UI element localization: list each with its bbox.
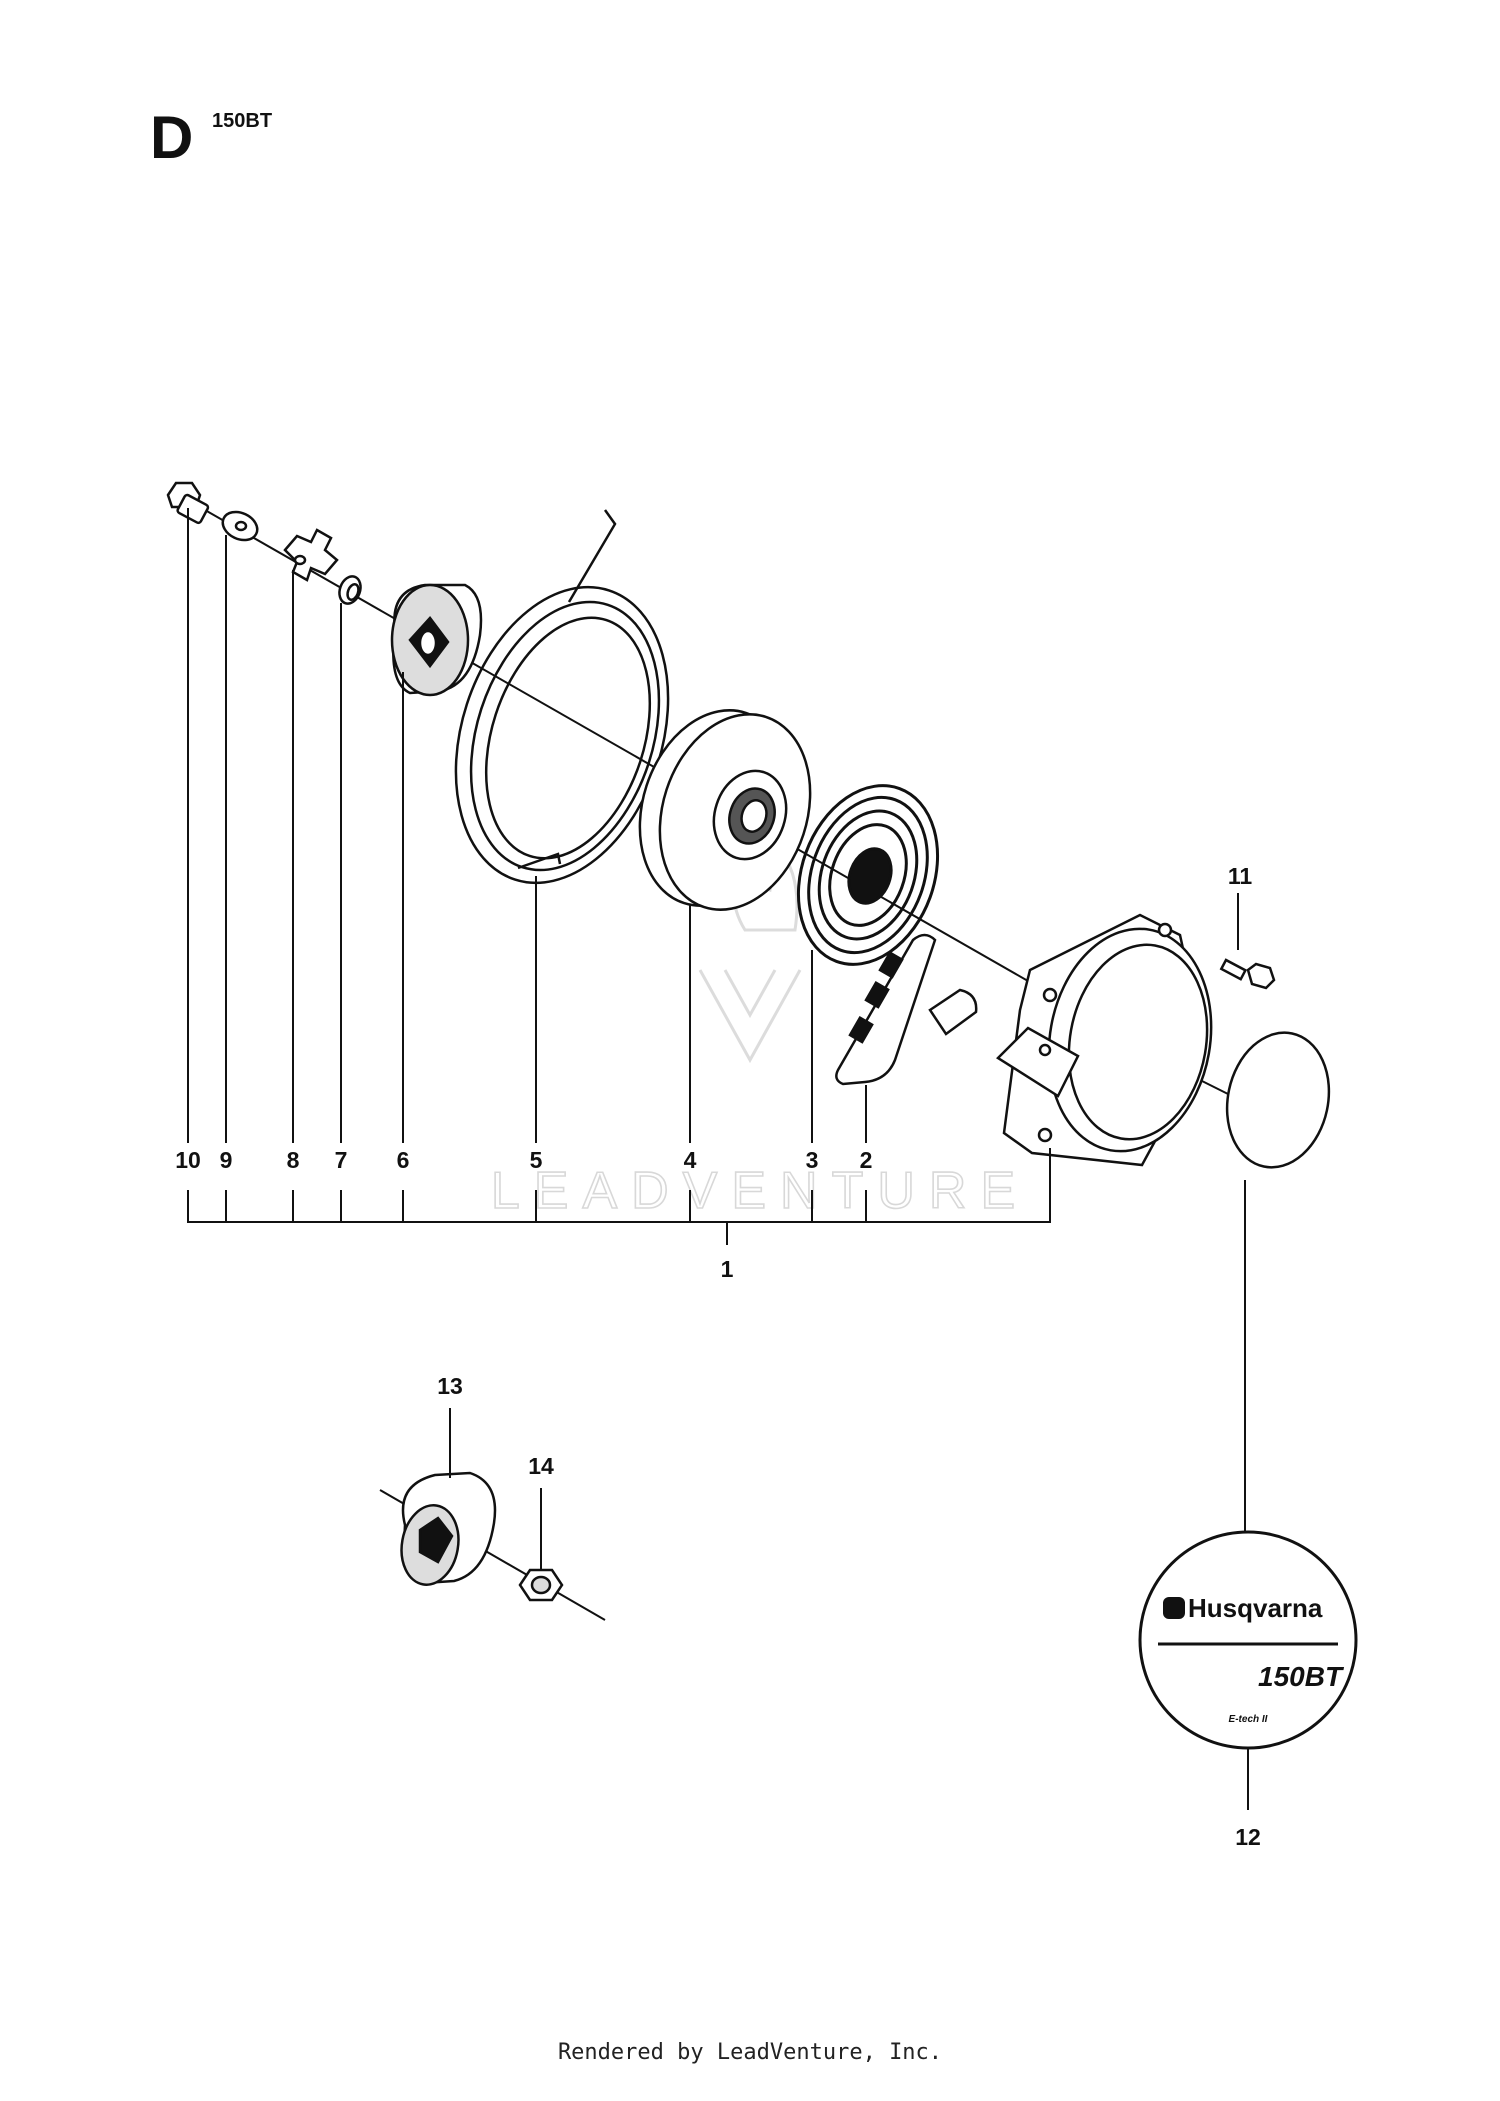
handle-part-2 xyxy=(835,933,978,1086)
callout-14: 14 xyxy=(528,1453,554,1479)
callout-12: 12 xyxy=(1235,1824,1261,1850)
decal-brand-text: Husqvarna xyxy=(1188,1593,1323,1623)
section-letter: D xyxy=(150,104,194,171)
clutch-part-13 xyxy=(379,1471,606,1621)
watermark-text: LEADVENTURE xyxy=(491,1162,1029,1220)
decal-sub-text: E-tech II xyxy=(1229,1714,1268,1725)
starter-housing xyxy=(996,913,1213,1167)
callout-2: 2 xyxy=(860,1147,873,1173)
callout-9: 9 xyxy=(220,1147,233,1173)
pawl-carrier-part-6 xyxy=(390,583,483,697)
model-label: 150BT xyxy=(212,110,273,132)
screw-part-10 xyxy=(166,481,210,525)
callout-5: 5 xyxy=(530,1147,543,1173)
footer-credit: Rendered by LeadVenture, Inc. xyxy=(557,2040,943,2065)
callout-7: 7 xyxy=(335,1147,348,1173)
spring-clip-part-7 xyxy=(338,575,362,605)
nut-part-14 xyxy=(518,1568,564,1602)
decal-model-text: 150BT xyxy=(1258,1661,1345,1692)
decal-part-12 xyxy=(1225,1031,1331,1169)
bolt-part-11 xyxy=(1219,958,1276,990)
callout-6: 6 xyxy=(397,1147,410,1173)
callout-10: 10 xyxy=(175,1147,201,1173)
washer-part-9 xyxy=(221,510,259,542)
callout-3: 3 xyxy=(806,1147,819,1173)
callout-11: 11 xyxy=(1228,863,1253,889)
lockwasher-part-8 xyxy=(283,528,339,582)
leader-lines xyxy=(187,508,1249,1810)
callout-8: 8 xyxy=(287,1147,300,1173)
decal-detail xyxy=(1138,1530,1358,1750)
pulley-part-4 xyxy=(638,709,812,911)
callout-1: 1 xyxy=(721,1256,734,1282)
recoil-spring-part-3 xyxy=(796,784,940,966)
callout-4: 4 xyxy=(684,1147,697,1173)
callout-13: 13 xyxy=(437,1373,463,1399)
